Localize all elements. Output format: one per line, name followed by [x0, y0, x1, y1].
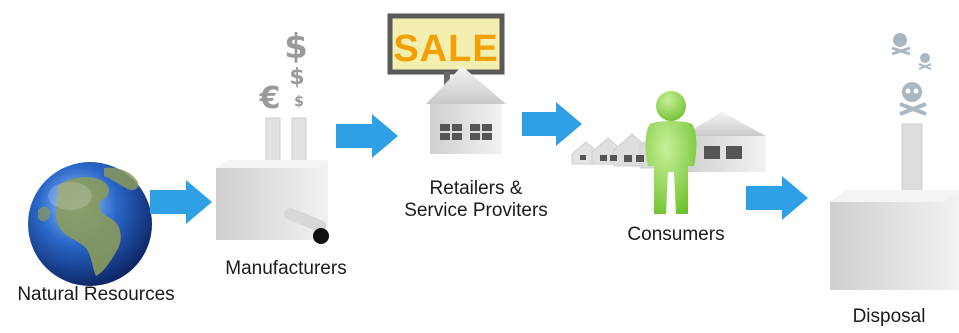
svg-text:€: €	[259, 81, 281, 116]
svg-text:SALE: SALE	[393, 28, 498, 70]
svg-text:$: $	[289, 65, 304, 90]
arrow-retail-to-consumers	[522, 102, 582, 146]
globe-icon	[28, 162, 152, 286]
svg-text:$: $	[294, 94, 304, 110]
arrow-globe-to-factory	[150, 180, 212, 224]
money-smoke-icon: $ $ $ €	[259, 27, 308, 116]
label-consumers: Consumers	[627, 224, 725, 245]
label-manufacturers: Manufacturers	[225, 258, 347, 279]
factory-icon	[216, 117, 329, 244]
skull-icon	[891, 33, 932, 116]
label-retailers: Retailers & Service Proviters	[386, 178, 566, 222]
label-retailers-line2: Service Proviters	[404, 200, 548, 221]
store-icon	[426, 66, 506, 154]
arrow-consumers-to-disposal	[746, 176, 808, 220]
sale-sign-icon: SALE	[387, 13, 505, 94]
arrow-factory-to-retail	[336, 114, 398, 158]
svg-text:$: $	[284, 27, 308, 67]
label-natural-resources: Natural Resources	[17, 284, 175, 305]
person-icon	[645, 91, 697, 214]
houses-icon	[571, 112, 766, 172]
label-retailers-line1: Retailers &	[429, 178, 523, 199]
label-disposal: Disposal	[852, 306, 926, 327]
disposal-factory-icon	[830, 123, 959, 290]
